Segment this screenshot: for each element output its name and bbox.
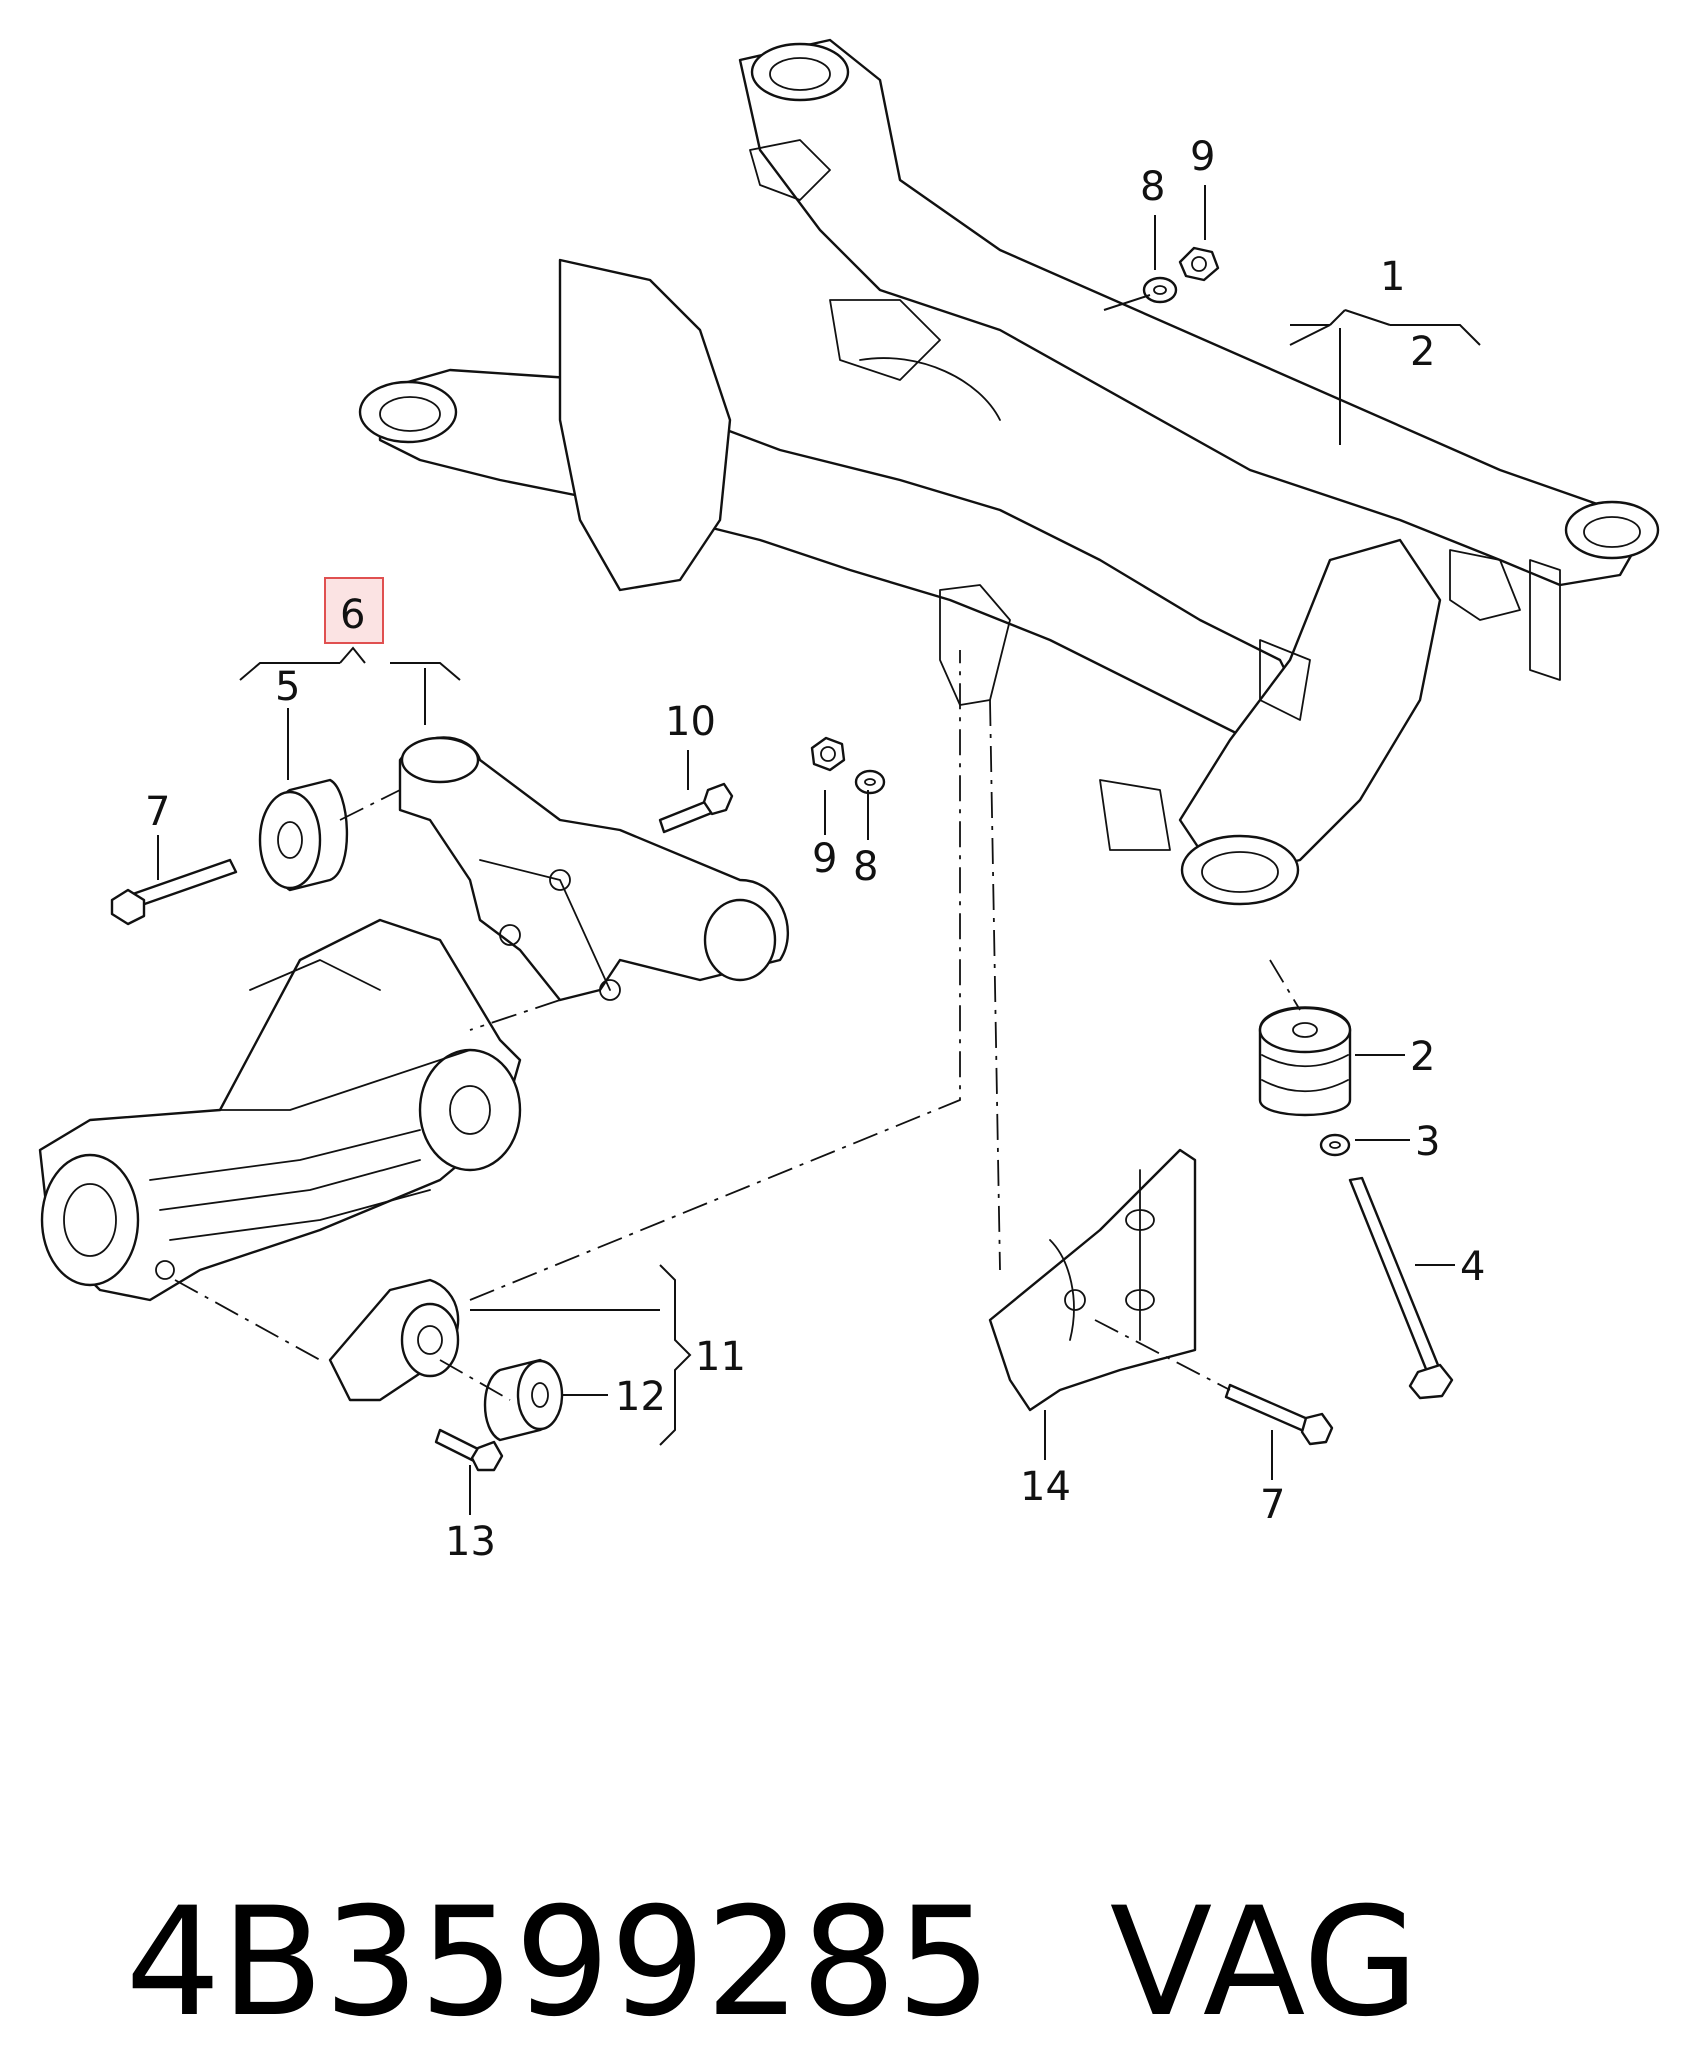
- callout-12: 12: [615, 1374, 666, 1420]
- callout-4: 4: [1460, 1244, 1485, 1290]
- callout-13: 13: [445, 1519, 496, 1565]
- washer-3: [1319, 1133, 1351, 1157]
- callout-10: 10: [665, 699, 716, 745]
- callout-2-top: 2: [1410, 329, 1435, 375]
- differential-carrier-bracket: [398, 736, 790, 1002]
- callout-7-left: 7: [145, 789, 170, 835]
- bushing-12: [483, 1358, 564, 1442]
- exploded-parts-diagram: 1 2 2 3 4 5 6 7 7 8 8 9 9 10 11 12 13 14: [38, 38, 1660, 1565]
- leader-lines: [157, 185, 1481, 1515]
- brand-name: VAG: [1109, 1876, 1419, 2050]
- callout-2-bearing: 2: [1410, 1034, 1435, 1080]
- callout-5: 5: [275, 664, 300, 710]
- washer-top: [1142, 276, 1178, 304]
- mounting-bracket-14: [988, 1148, 1197, 1412]
- bolt-10: [658, 782, 734, 834]
- callout-labels: 1 2 2 3 4 5 6 7 7 8 8 9 9 10 11 12 13 14: [145, 134, 1485, 1565]
- callout-14: 14: [1020, 1464, 1071, 1510]
- callout-7-right: 7: [1260, 1482, 1285, 1528]
- callout-8-center: 8: [853, 844, 878, 890]
- rear-subframe: [358, 38, 1660, 906]
- bolt-13: [434, 1428, 504, 1472]
- callout-6: 6: [340, 592, 365, 638]
- part-number: 4B3599285: [125, 1876, 992, 2050]
- rubber-bearing: [1258, 1006, 1352, 1117]
- callout-3: 3: [1415, 1119, 1440, 1165]
- washer-center: [854, 769, 886, 795]
- bolt-7-right: [1224, 1383, 1334, 1446]
- rear-differential: [38, 918, 522, 1302]
- nut-top: [1178, 246, 1220, 282]
- callout-9-top: 9: [1190, 134, 1215, 180]
- callout-8-top: 8: [1140, 164, 1165, 210]
- bolt-7-left: [110, 858, 238, 926]
- callout-6-highlight: [324, 577, 384, 644]
- nut-center: [810, 736, 846, 772]
- callout-9-center: 9: [812, 836, 837, 882]
- long-bolt-4: [1348, 1176, 1454, 1400]
- differential-mount: [328, 1278, 460, 1402]
- callout-1: 1: [1380, 254, 1405, 300]
- bushing-5: [258, 778, 349, 892]
- callout-11: 11: [695, 1334, 746, 1380]
